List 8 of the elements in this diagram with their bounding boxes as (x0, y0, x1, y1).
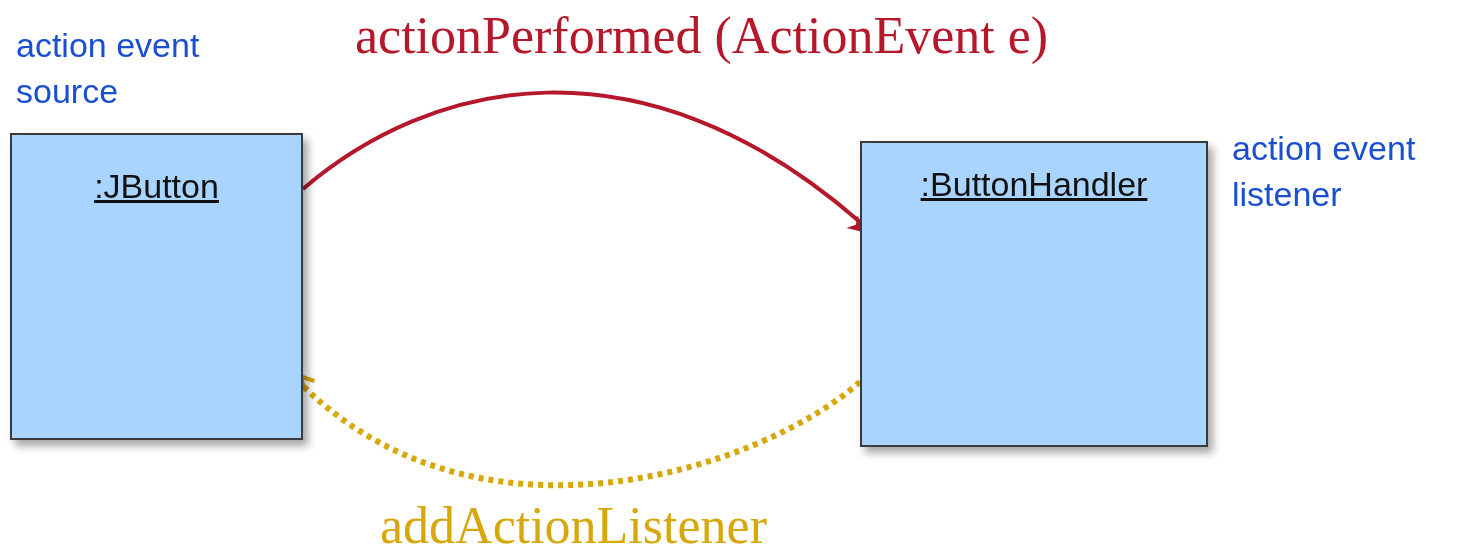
role-caption: action event listener (1232, 128, 1417, 215)
object-box (10, 133, 303, 440)
object-name: :JButton (94, 167, 219, 206)
edge-label: addActionListener (380, 500, 767, 552)
edge-label: actionPerformed (ActionEvent e) (355, 10, 1049, 62)
object-name: :ButtonHandler (920, 165, 1148, 204)
object-box (860, 141, 1208, 447)
role-caption: action event source (16, 25, 201, 112)
